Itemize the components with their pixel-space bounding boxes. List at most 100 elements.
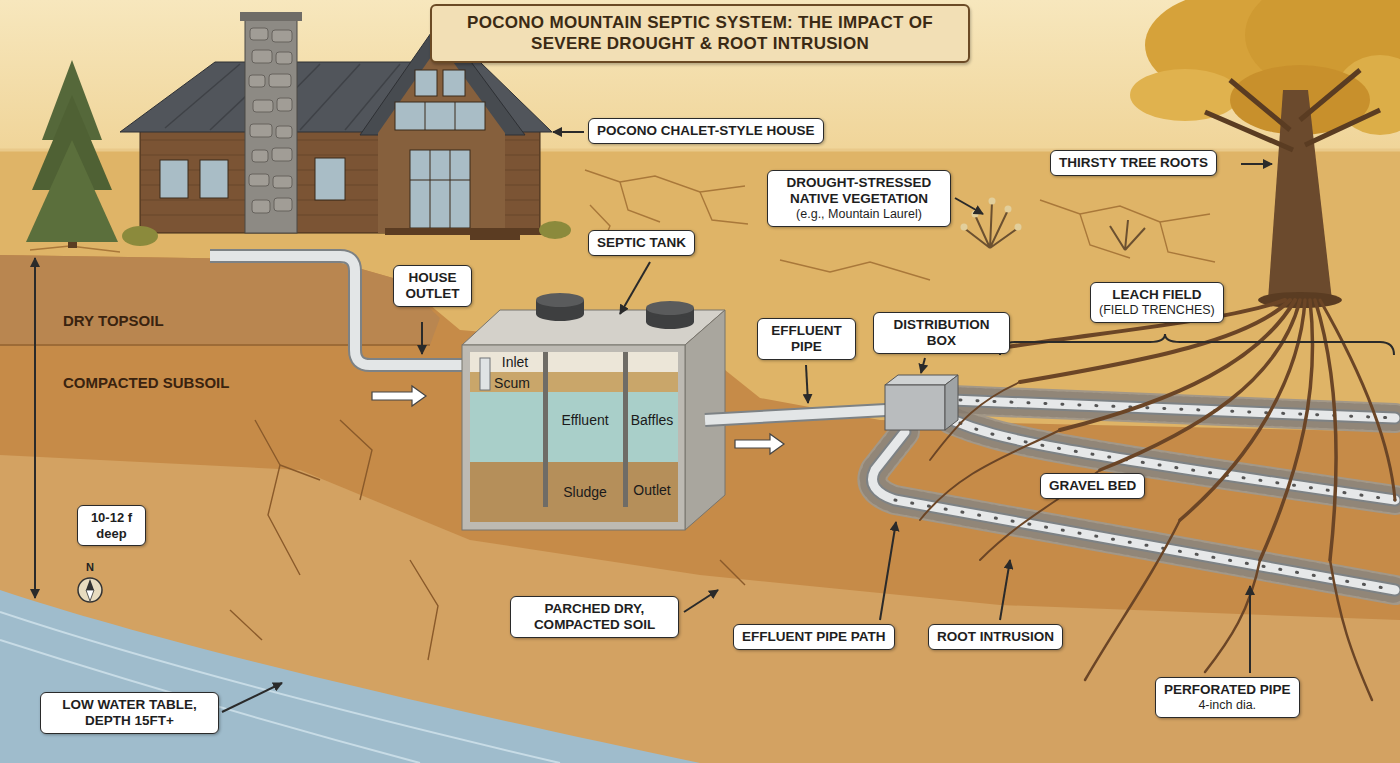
soil-cross-section: [0, 455, 1400, 763]
chalet-house: [274, 198, 292, 211]
leader-arrows: [553, 131, 584, 133]
distribution-box: [885, 385, 945, 430]
callout-box: HOUSE OUTLET: [393, 265, 472, 307]
chalet-house: [276, 126, 292, 138]
callout-text: 10-12 f deep: [86, 510, 137, 541]
compass-letter: N: [86, 561, 94, 573]
chalet-house: [249, 174, 269, 186]
compass: [78, 578, 102, 602]
perforated-pipes: [960, 423, 1395, 500]
leach-field-gravel: [873, 432, 1396, 590]
callout-note: 4-inch dia.: [1164, 698, 1291, 713]
callout-box: DISTRIBUTION BOX: [873, 312, 1010, 354]
tree-roots: [1315, 300, 1336, 560]
surface-cracks: [30, 170, 1215, 280]
dry-shrubs: [964, 202, 1018, 248]
compass: [86, 579, 94, 590]
soil-cross-section: [0, 255, 1400, 763]
oak-tree: [1205, 70, 1380, 150]
surface-cracks: [585, 170, 745, 192]
perforated-pipes: [873, 432, 1396, 590]
septic-tank: [462, 345, 685, 530]
flow-arrows: [735, 434, 784, 454]
chalet-house: [539, 221, 571, 239]
callout-text: LOW WATER TABLE, DEPTH 15FT+: [49, 697, 210, 729]
pine-tree: [26, 60, 118, 248]
septic-tank: [543, 352, 548, 507]
chalet-house: [252, 50, 272, 63]
surface-cracks: [1080, 214, 1130, 258]
callout-box: EFFLUENT PIPE: [757, 318, 856, 360]
dry-shrubs: [989, 198, 996, 205]
chalet-house: [395, 102, 485, 130]
tree-roots: [1330, 560, 1372, 700]
tree-roots: [1085, 520, 1180, 680]
effluent-pipe: [705, 410, 886, 420]
distribution-box: [885, 375, 958, 430]
soil-cross-section: [0, 255, 1400, 763]
chalet-house: [120, 62, 552, 132]
tree-roots: [1020, 300, 1290, 382]
callout-box: SEPTIC TANK: [588, 230, 695, 256]
septic-tank: [685, 310, 725, 530]
water-table: [0, 612, 560, 763]
callout-box: THIRSTY TREE ROOTS: [1050, 150, 1217, 176]
dry-shrubs: [1015, 224, 1022, 231]
soil-layer-label: COMPACTED SUBSOIL: [63, 374, 229, 391]
septic-tank: [623, 352, 628, 507]
perforated-pipes: [873, 432, 1396, 590]
chalet-house: [245, 18, 297, 233]
callout-note: (FIELD TRENCHES): [1099, 303, 1215, 318]
tank-part-label: Inlet: [502, 354, 528, 370]
title-banner: POCONO MOUNTAIN SEPTIC SYSTEM: THE IMPAC…: [430, 4, 970, 63]
callout-text: LEACH FIELD: [1099, 287, 1215, 303]
septic-tank: [462, 310, 725, 345]
tree-roots: [1000, 300, 1285, 348]
chalet-house: [250, 124, 272, 137]
leader-arrows: [620, 262, 650, 314]
perforated-pipes: [873, 400, 1396, 590]
leader-arrows: [1000, 560, 1010, 620]
tree-roots: [920, 430, 1060, 520]
perforated-pipes: [960, 400, 1395, 418]
callout-note: (e.g., Mountain Laurel): [776, 207, 942, 222]
soil-cracks: [230, 610, 262, 640]
callout-box: GRAVEL BED: [1040, 473, 1145, 499]
sky-and-field: [0, 150, 1400, 450]
tree-roots: [1205, 560, 1260, 672]
pine-tree: [68, 180, 77, 248]
septic-tank: [646, 301, 694, 315]
chalet-house: [240, 12, 302, 21]
soil-cracks: [255, 420, 300, 575]
chalet-house: [378, 133, 505, 233]
chalet-house: [249, 75, 265, 87]
tree-roots: [1180, 300, 1305, 520]
surface-cracks: [780, 260, 930, 280]
septic-tank: [536, 307, 584, 321]
septic-tank: [470, 352, 678, 522]
chalet-house: [269, 74, 291, 87]
chalet-house: [315, 158, 345, 200]
oak-tree: [1335, 55, 1400, 135]
callout-box: 10-12 f deep: [77, 505, 146, 546]
callout-text: POCONO CHALET-STYLE HOUSE: [597, 123, 815, 139]
chalet-house: [276, 52, 292, 64]
soil-cracks: [280, 465, 320, 480]
callout-box: LEACH FIELD(FIELD TRENCHES): [1090, 282, 1224, 323]
leader-arrows: [921, 358, 925, 373]
chalet-house: [249, 28, 292, 213]
leader-arrows: [1000, 334, 1394, 355]
callout-text: THIRSTY TREE ROOTS: [1059, 155, 1208, 171]
tree-roots: [920, 300, 1395, 700]
water-table: [0, 590, 700, 763]
leach-field-gravel: [952, 400, 1395, 418]
septic-tank: [646, 308, 694, 322]
leader-arrows: [34, 258, 36, 598]
oak-tree: [1268, 90, 1332, 300]
leach-field-gravel: [952, 400, 1395, 418]
chalet-house: [410, 150, 470, 228]
distribution-box: [945, 375, 958, 430]
oak-tree: [1145, 0, 1335, 100]
chalet-house: [272, 30, 292, 42]
